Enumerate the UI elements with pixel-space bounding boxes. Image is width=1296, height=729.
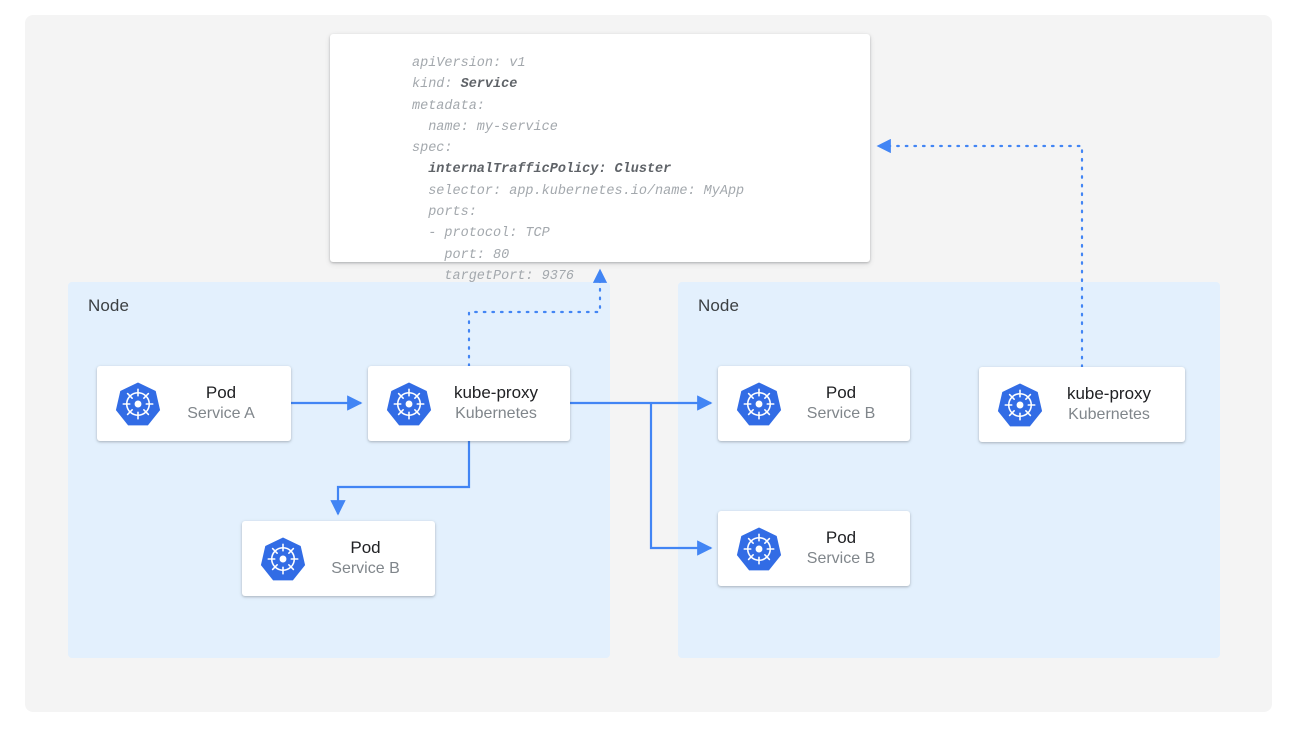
card-text-block: Pod Service B: [782, 382, 910, 424]
node-label-left: Node: [88, 296, 130, 315]
card-subtitle: Kubernetes: [455, 405, 537, 423]
card-text-block: kube-proxy Kubernetes: [1043, 383, 1185, 425]
kubernetes-icon: [115, 381, 161, 425]
card-subtitle: Kubernetes: [1068, 406, 1150, 424]
card-text-block: kube-proxy Kubernetes: [432, 382, 570, 424]
card-text-block: Pod Service B: [306, 537, 435, 579]
card-subtitle: Service B: [806, 405, 876, 423]
card-subtitle: Service A: [187, 405, 255, 423]
card-kube-proxy-right[interactable]: kube-proxy Kubernetes: [979, 367, 1185, 442]
card-title: Pod: [825, 528, 857, 548]
kubernetes-icon: [997, 382, 1043, 426]
card-kube-proxy-left[interactable]: kube-proxy Kubernetes: [368, 366, 570, 441]
node-group-right: Node: [678, 282, 1220, 658]
card-title: kube-proxy: [453, 383, 539, 403]
card-title: Pod: [350, 538, 381, 558]
service-manifest-card: apiVersion: v1 kind: Service metadata: n…: [330, 34, 870, 284]
kubernetes-icon: [260, 536, 306, 580]
card-text-block: Pod Service B: [782, 527, 910, 569]
kubernetes-icon: [736, 381, 782, 425]
service-manifest-code: apiVersion: v1 kind: Service metadata: n…: [412, 56, 745, 284]
card-text-block: Pod Service A: [161, 382, 291, 424]
kubernetes-icon: [386, 381, 432, 425]
card-subtitle: Service B: [331, 560, 400, 578]
card-pod-service-a[interactable]: Pod Service A: [97, 366, 291, 441]
kubernetes-icon: [736, 526, 782, 570]
card-title: kube-proxy: [1066, 384, 1152, 404]
card-subtitle: Service B: [806, 550, 876, 568]
node-group-left: Node: [68, 282, 610, 658]
card-pod-service-b-remote-top[interactable]: Pod Service B: [718, 366, 910, 441]
card-pod-service-b-remote-bottom[interactable]: Pod Service B: [718, 511, 910, 586]
card-title: Pod: [825, 383, 857, 403]
card-title: Pod: [205, 383, 237, 403]
card-pod-service-b-local[interactable]: Pod Service B: [242, 521, 435, 596]
node-label-right: Node: [698, 296, 740, 315]
